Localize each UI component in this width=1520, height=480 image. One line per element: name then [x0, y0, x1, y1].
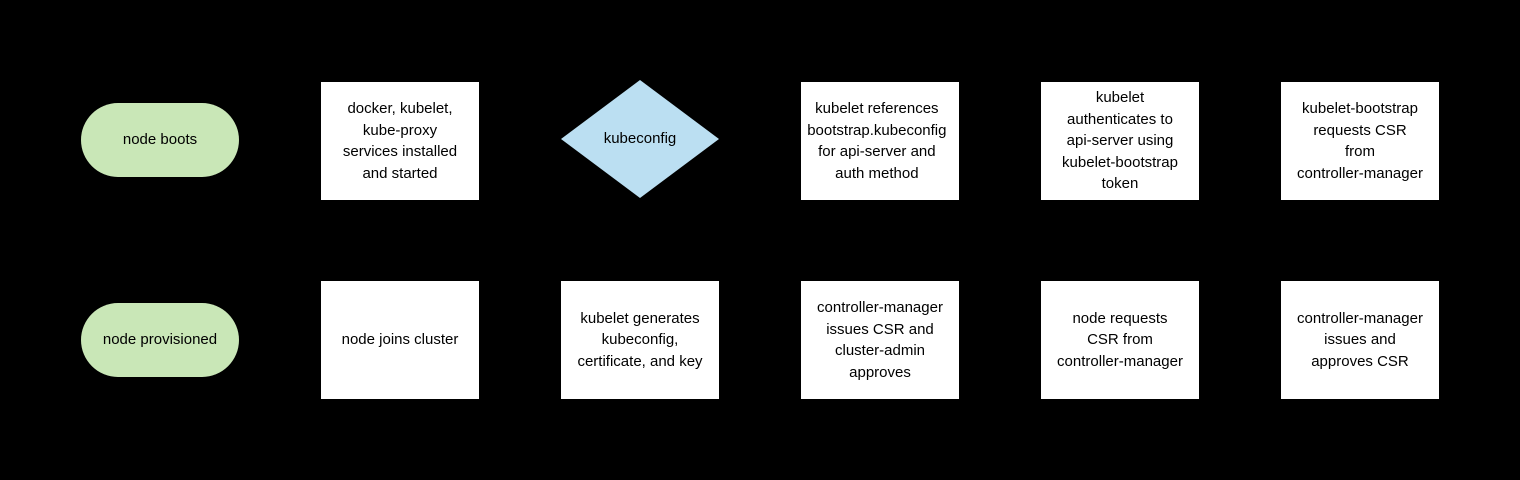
node-label: node boots — [122, 131, 198, 149]
node-label: kubelet-bootstrap requests CSR from cont… — [1297, 100, 1423, 182]
node-node-boots[interactable]: node boots — [81, 103, 239, 177]
node-services-installed[interactable]: docker, kubelet, kube-proxy services ins… — [321, 82, 479, 200]
node-node-provisioned[interactable]: node provisioned — [81, 303, 239, 377]
node-label: docker, kubelet, kube-proxy services ins… — [342, 100, 458, 182]
node-label: node requests CSR from controller-manage… — [1057, 309, 1183, 370]
node-label: controller-manager issues CSR and cluste… — [817, 299, 943, 381]
node-label: controller-manager issues and approves C… — [1297, 309, 1423, 370]
node-label: node provisioned — [102, 331, 218, 349]
node-node-requests-csr[interactable]: node requests CSR from controller-manage… — [1041, 281, 1199, 399]
node-controller-manager-approves[interactable]: controller-manager issues and approves C… — [1281, 281, 1439, 399]
node-label: kubeconfig — [603, 130, 677, 148]
node-kubeconfig-decision[interactable]: kubeconfig — [561, 80, 719, 198]
node-kubelet-authenticates[interactable]: kubelet authenticates to api-server usin… — [1041, 82, 1199, 200]
node-label: kubelet generates kubeconfig, certificat… — [577, 309, 703, 370]
node-label: node joins cluster — [341, 331, 459, 349]
node-controller-manager-issues-csr[interactable]: controller-manager issues CSR and cluste… — [801, 281, 959, 399]
node-kubelet-references-bootstrap[interactable]: kubelet references bootstrap.kubeconfig … — [801, 82, 959, 200]
node-label: kubelet references bootstrap.kubeconfig … — [807, 100, 947, 182]
node-label: kubelet authenticates to api-server usin… — [1062, 89, 1178, 193]
node-kubelet-generates-kubeconfig[interactable]: kubelet generates kubeconfig, certificat… — [561, 281, 719, 399]
node-node-joins-cluster[interactable]: node joins cluster — [321, 281, 479, 399]
node-kubelet-bootstrap-requests-csr[interactable]: kubelet-bootstrap requests CSR from cont… — [1281, 82, 1439, 200]
